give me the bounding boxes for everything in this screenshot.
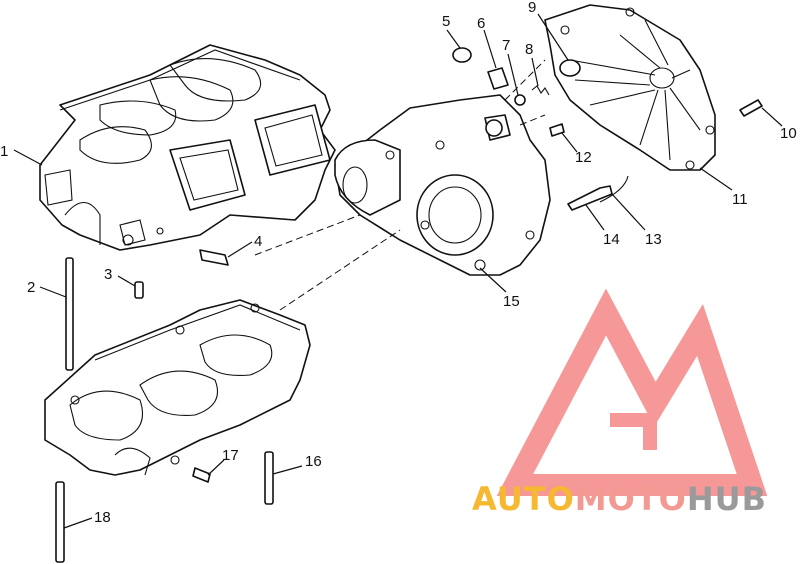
part-2-stud [65, 257, 74, 371]
small-parts [55, 47, 763, 563]
part-13-clip [599, 175, 629, 203]
callout-1: 1 [0, 143, 8, 160]
callout-12: 12 [575, 149, 592, 166]
part-9-seal [559, 59, 581, 77]
callout-labels: 1 2 3 4 5 6 7 8 9 10 11 12 13 14 15 16 1… [0, 0, 797, 526]
watermark-logo [496, 288, 768, 496]
callout-9: 9 [528, 0, 536, 16]
callout-10: 10 [780, 125, 797, 142]
part-10-bolt [739, 99, 763, 117]
callout-3: 3 [104, 266, 112, 283]
lower-crankcase [44, 299, 311, 476]
watermark-moto: MOTO [575, 480, 687, 518]
callout-8: 8 [525, 41, 533, 58]
callout-11: 11 [732, 191, 748, 208]
part-6-cap [487, 67, 509, 90]
part-18-stud [55, 481, 65, 563]
callout-13: 13 [645, 231, 662, 248]
assembly-lines [254, 59, 546, 311]
cover-plate [544, 4, 716, 171]
part-17-bolt [192, 467, 211, 483]
magneto-housing [334, 94, 551, 276]
part-16-bolt [264, 451, 274, 505]
callout-15: 15 [503, 293, 520, 310]
part-5-bushing [452, 47, 472, 63]
callout-17: 17 [222, 447, 239, 464]
part-14-bolt [567, 185, 613, 211]
part-7-nut [514, 94, 526, 106]
callout-18: 18 [94, 509, 111, 526]
watermark-auto: AUTO [472, 480, 575, 518]
part-4-bolt [199, 249, 229, 266]
part-3-dowel [134, 281, 144, 299]
part-12-pin [549, 123, 565, 137]
callout-2: 2 [27, 279, 35, 296]
upper-crankcase [39, 44, 336, 251]
callout-7: 7 [502, 37, 510, 54]
callout-4: 4 [254, 233, 262, 250]
watermark-text: AUTOMOTOHUB [472, 480, 767, 518]
watermark-hub: HUB [687, 480, 767, 518]
callout-14: 14 [603, 231, 620, 248]
part-8-spring [531, 85, 550, 96]
callout-5: 5 [442, 13, 450, 30]
callout-16: 16 [305, 453, 322, 470]
leader-lines [13, 13, 783, 529]
callout-6: 6 [477, 15, 485, 32]
